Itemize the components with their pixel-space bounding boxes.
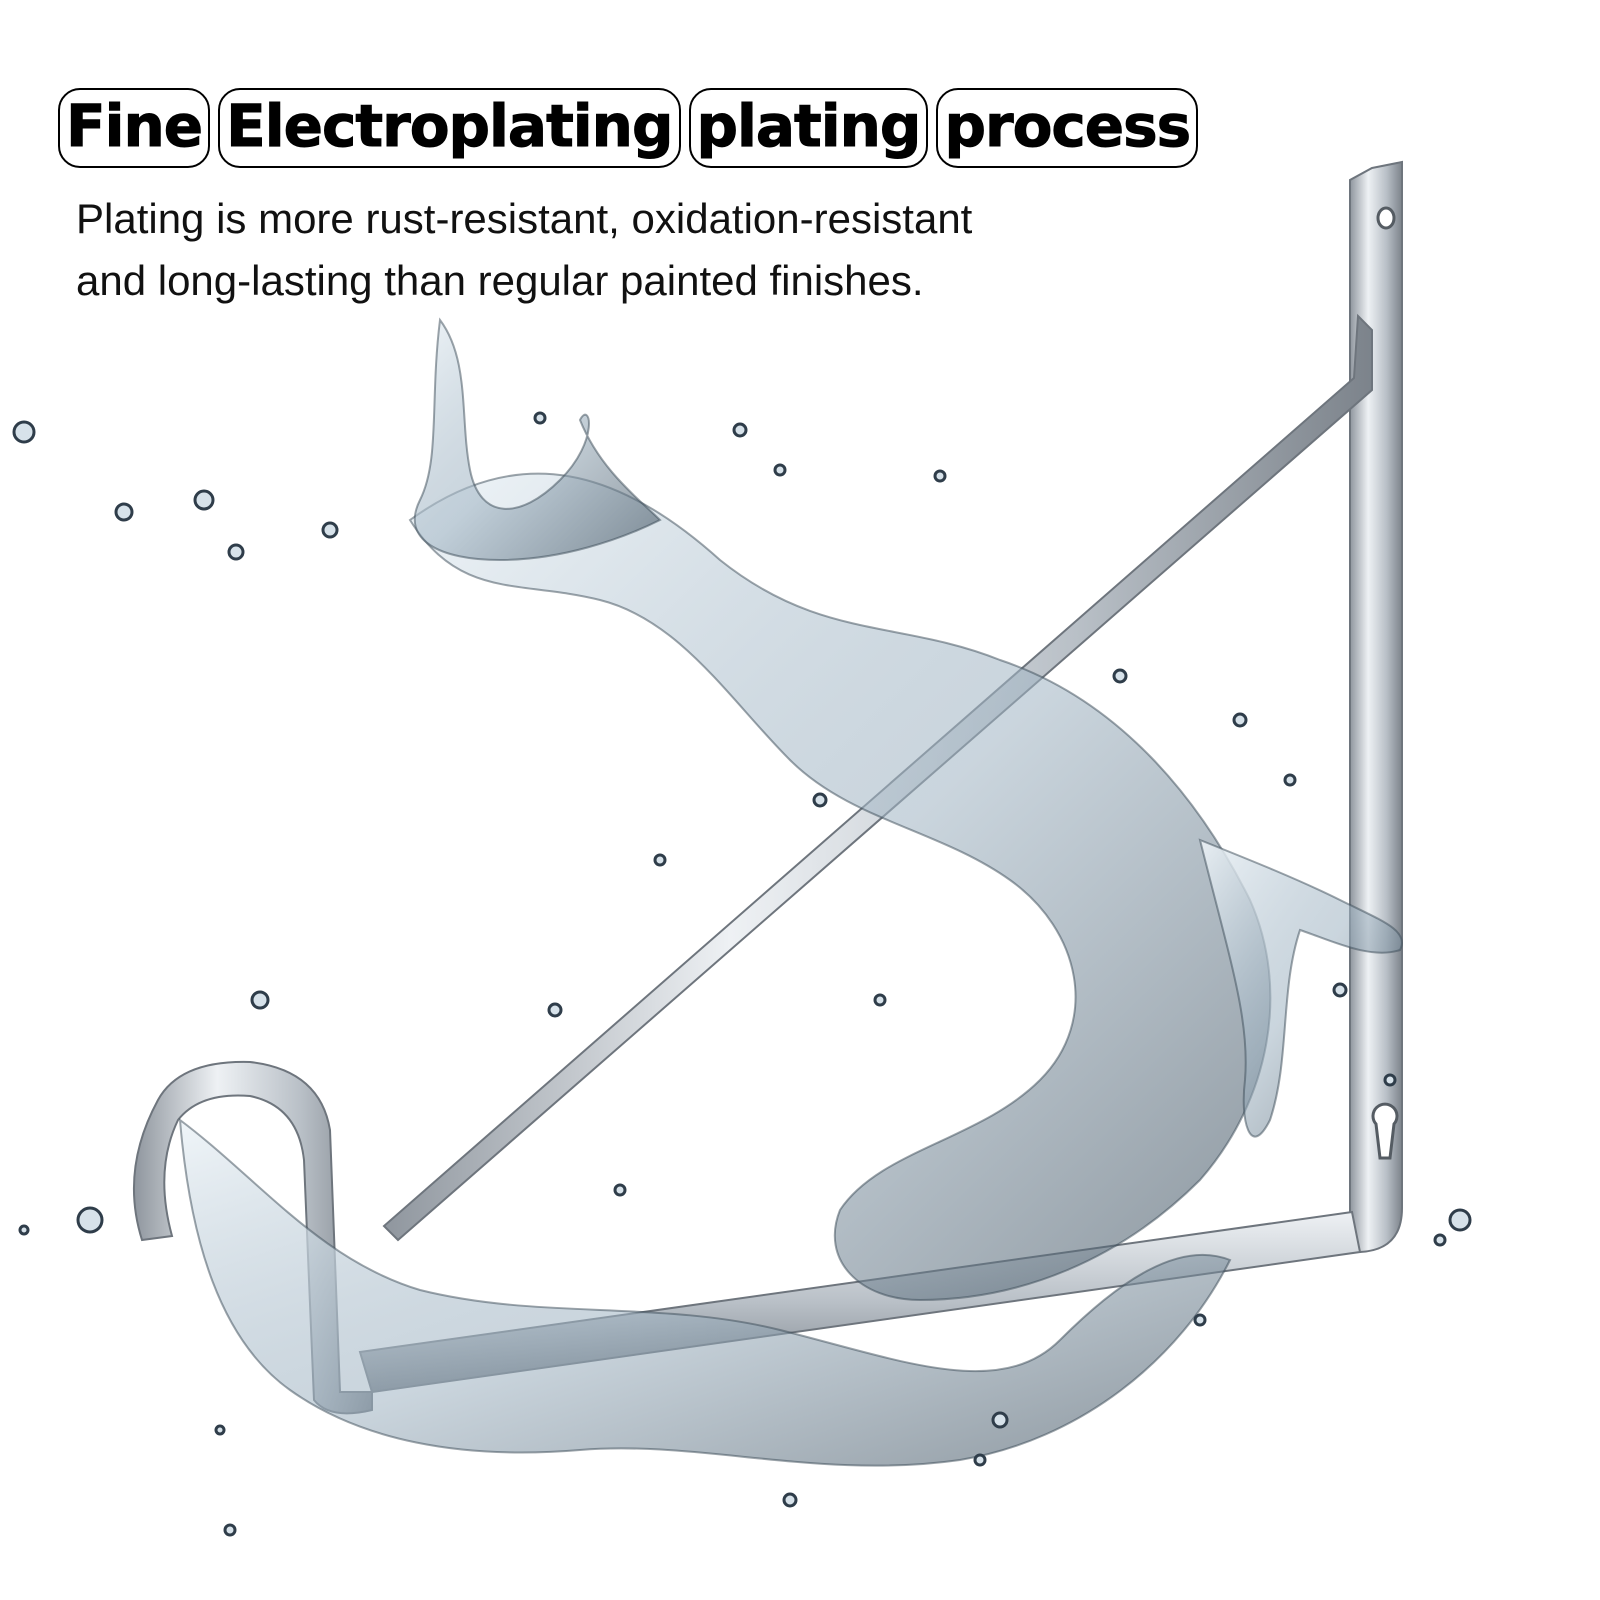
water-droplet xyxy=(227,543,245,561)
water-droplet xyxy=(1283,773,1297,787)
water-droplet xyxy=(873,993,887,1007)
water-droplet xyxy=(76,1206,104,1234)
water-droplet xyxy=(250,990,270,1010)
headline-word: Electroplating xyxy=(218,88,681,168)
water-droplet xyxy=(933,469,947,483)
water-droplet xyxy=(613,1183,627,1197)
water-droplet xyxy=(782,1492,798,1508)
water-droplet xyxy=(321,521,339,539)
water-droplet xyxy=(223,1523,237,1537)
headline-word: plating xyxy=(688,88,929,168)
splash-lower-wave xyxy=(178,1117,1232,1467)
water-droplet xyxy=(973,1453,987,1467)
headline: Fine Electroplating plating process xyxy=(58,88,1199,168)
subtitle-line: and long-lasting than regular painted fi… xyxy=(76,257,924,304)
water-droplet xyxy=(1448,1208,1472,1232)
splash-right-tendril xyxy=(1198,838,1403,1138)
shelf-bracket xyxy=(132,160,1403,1415)
water-droplet xyxy=(991,1411,1009,1429)
water-droplets xyxy=(12,411,1472,1537)
headline-word: Fine xyxy=(58,88,211,168)
subtitle: Plating is more rust-resistant, oxidatio… xyxy=(76,188,1076,312)
water-droplet xyxy=(812,792,828,808)
water-droplet xyxy=(114,502,134,522)
water-droplet xyxy=(1232,712,1248,728)
water-droplet xyxy=(773,463,787,477)
splash-upper-plume xyxy=(413,317,662,562)
water-droplet xyxy=(547,1002,563,1018)
headline-word: process xyxy=(936,88,1199,168)
bracket-keyhole-slot xyxy=(1371,1102,1399,1160)
water-droplet xyxy=(732,422,748,438)
subtitle-line: Plating is more rust-resistant, oxidatio… xyxy=(76,195,973,242)
water-droplet xyxy=(1332,982,1348,998)
water-splash xyxy=(12,317,1472,1537)
water-droplet xyxy=(1112,668,1128,684)
bracket-top-screw-hole xyxy=(1376,206,1396,230)
water-droplet xyxy=(533,411,547,425)
bracket-diagonal-brace xyxy=(382,313,1373,1242)
water-droplet xyxy=(214,1424,226,1436)
water-droplet xyxy=(18,1224,30,1236)
water-droplet xyxy=(1383,1073,1397,1087)
water-droplet xyxy=(653,853,667,867)
water-droplet xyxy=(1193,1313,1207,1327)
splash-main-wave xyxy=(408,472,1272,1302)
water-droplet xyxy=(12,420,36,444)
water-droplet xyxy=(193,489,215,511)
water-droplet xyxy=(1433,1233,1447,1247)
